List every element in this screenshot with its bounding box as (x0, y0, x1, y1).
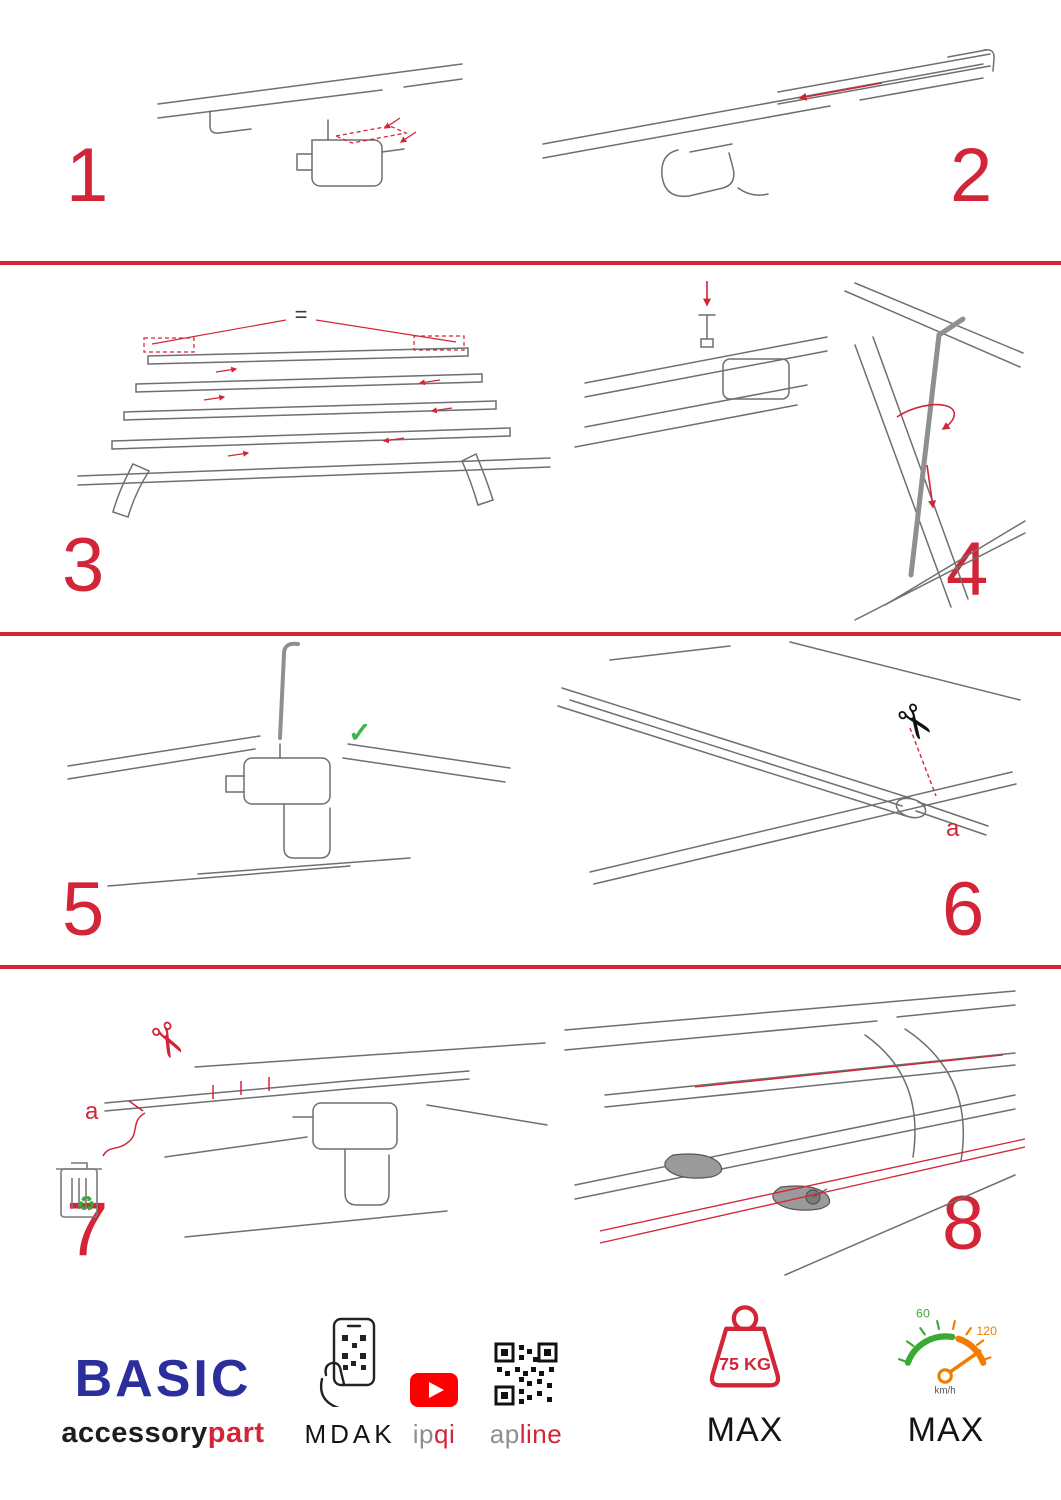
partner-apline-block: apline (478, 1298, 574, 1450)
allen-key-vertical (278, 652, 286, 740)
strap-guides-red (599, 1054, 1026, 1244)
step-number-1: 1 (66, 133, 109, 218)
ipqi-wordmark: ipqi (413, 1419, 456, 1450)
cut-label-a: a (946, 815, 960, 842)
ipqi-gray: ip (412, 1419, 434, 1449)
phone-qr-hand-icon (319, 1317, 376, 1407)
partner-ipqi-block: ipqi (396, 1298, 472, 1450)
insert-plate-arrows (333, 117, 417, 144)
section-divider-1 (0, 261, 1061, 265)
weight-icon: 75 KG (709, 1305, 781, 1388)
section-divider-3 (0, 965, 1061, 969)
clamp-check-drawing (67, 735, 511, 887)
buckle-pieces (664, 1153, 831, 1211)
equal-spacing-guides (143, 319, 465, 457)
cut-marks (102, 1077, 270, 1157)
apline-gray: ap (489, 1419, 520, 1449)
trim-discard-drawing (104, 1042, 548, 1238)
step-number-5: 5 (62, 867, 105, 952)
strap-buckle-drawing (564, 990, 1016, 1276)
allen-key-hook (282, 641, 300, 656)
speed-tick-high-label: 120 (976, 1324, 997, 1338)
speed-unit-label: km/h (935, 1386, 956, 1397)
tighten-arrows (703, 281, 956, 509)
crossbar-drawing (542, 48, 995, 198)
scissors-icon: ✂ (882, 692, 947, 753)
cut-guide (909, 727, 937, 797)
speed-tick-low-label: 60 (916, 1306, 930, 1320)
step-number-7: 7 (66, 1187, 109, 1272)
step-2-illustration (542, 48, 995, 198)
step-1-illustration (157, 63, 463, 187)
series-title: BASIC (74, 1350, 252, 1408)
cut-label-a-2: a (85, 1098, 99, 1125)
recycle-icon: ♻ (77, 1193, 96, 1216)
step-5-illustration: ✓ (67, 641, 511, 887)
step-number-6: 6 (942, 867, 985, 952)
speedometer-icon: 60 120 km/h (897, 1306, 997, 1397)
slide-arrow (798, 82, 883, 101)
brand-basic-block: BASIC accessorypart (56, 1298, 270, 1450)
step-number-3: 3 (62, 523, 105, 608)
step-4-illustration (574, 281, 1026, 621)
partner-mdak-block: MDAK (290, 1298, 410, 1450)
brand-wordmark-black: accessory (61, 1417, 208, 1449)
equal-spacing-label: = (295, 302, 308, 327)
speed-max-label: MAX (907, 1411, 985, 1449)
weight-max-label: MAX (706, 1411, 784, 1449)
step-6-illustration: ✂ a (557, 641, 1021, 885)
section-divider-2 (0, 632, 1061, 636)
allen-key-drawing (908, 316, 966, 578)
max-load-block: 75 KG MAX (660, 1298, 830, 1450)
roof-rail-drawing (157, 63, 463, 187)
youtube-icon (410, 1373, 458, 1407)
check-icon: ✓ (348, 717, 371, 748)
scissors-red-icon: ✂ (135, 1011, 199, 1069)
step-7-illustration: ♻ ✂ a (56, 1011, 548, 1238)
brand-wordmark-red: part (207, 1417, 265, 1449)
bolt-and-key-drawing (574, 282, 1026, 621)
qr-code-icon (494, 1342, 558, 1406)
apline-wordmark: apline (490, 1419, 562, 1450)
step-8-illustration (564, 990, 1026, 1276)
mdak-wordmark: MDAK (304, 1419, 396, 1449)
step-number-2: 2 (950, 133, 993, 218)
trash-bin-icon (56, 1162, 102, 1218)
apline-red: line (519, 1419, 563, 1449)
weight-value-label: 75 KG (719, 1354, 771, 1374)
brand-wordmark: accessorypart (61, 1417, 264, 1450)
rack-assembly-drawing (77, 347, 551, 518)
max-speed-block: 60 120 km/h MAX (866, 1298, 1026, 1450)
ipqi-red: qi (434, 1419, 456, 1449)
strip-cut-drawing (557, 641, 1021, 885)
step-3-illustration: = (77, 302, 551, 518)
